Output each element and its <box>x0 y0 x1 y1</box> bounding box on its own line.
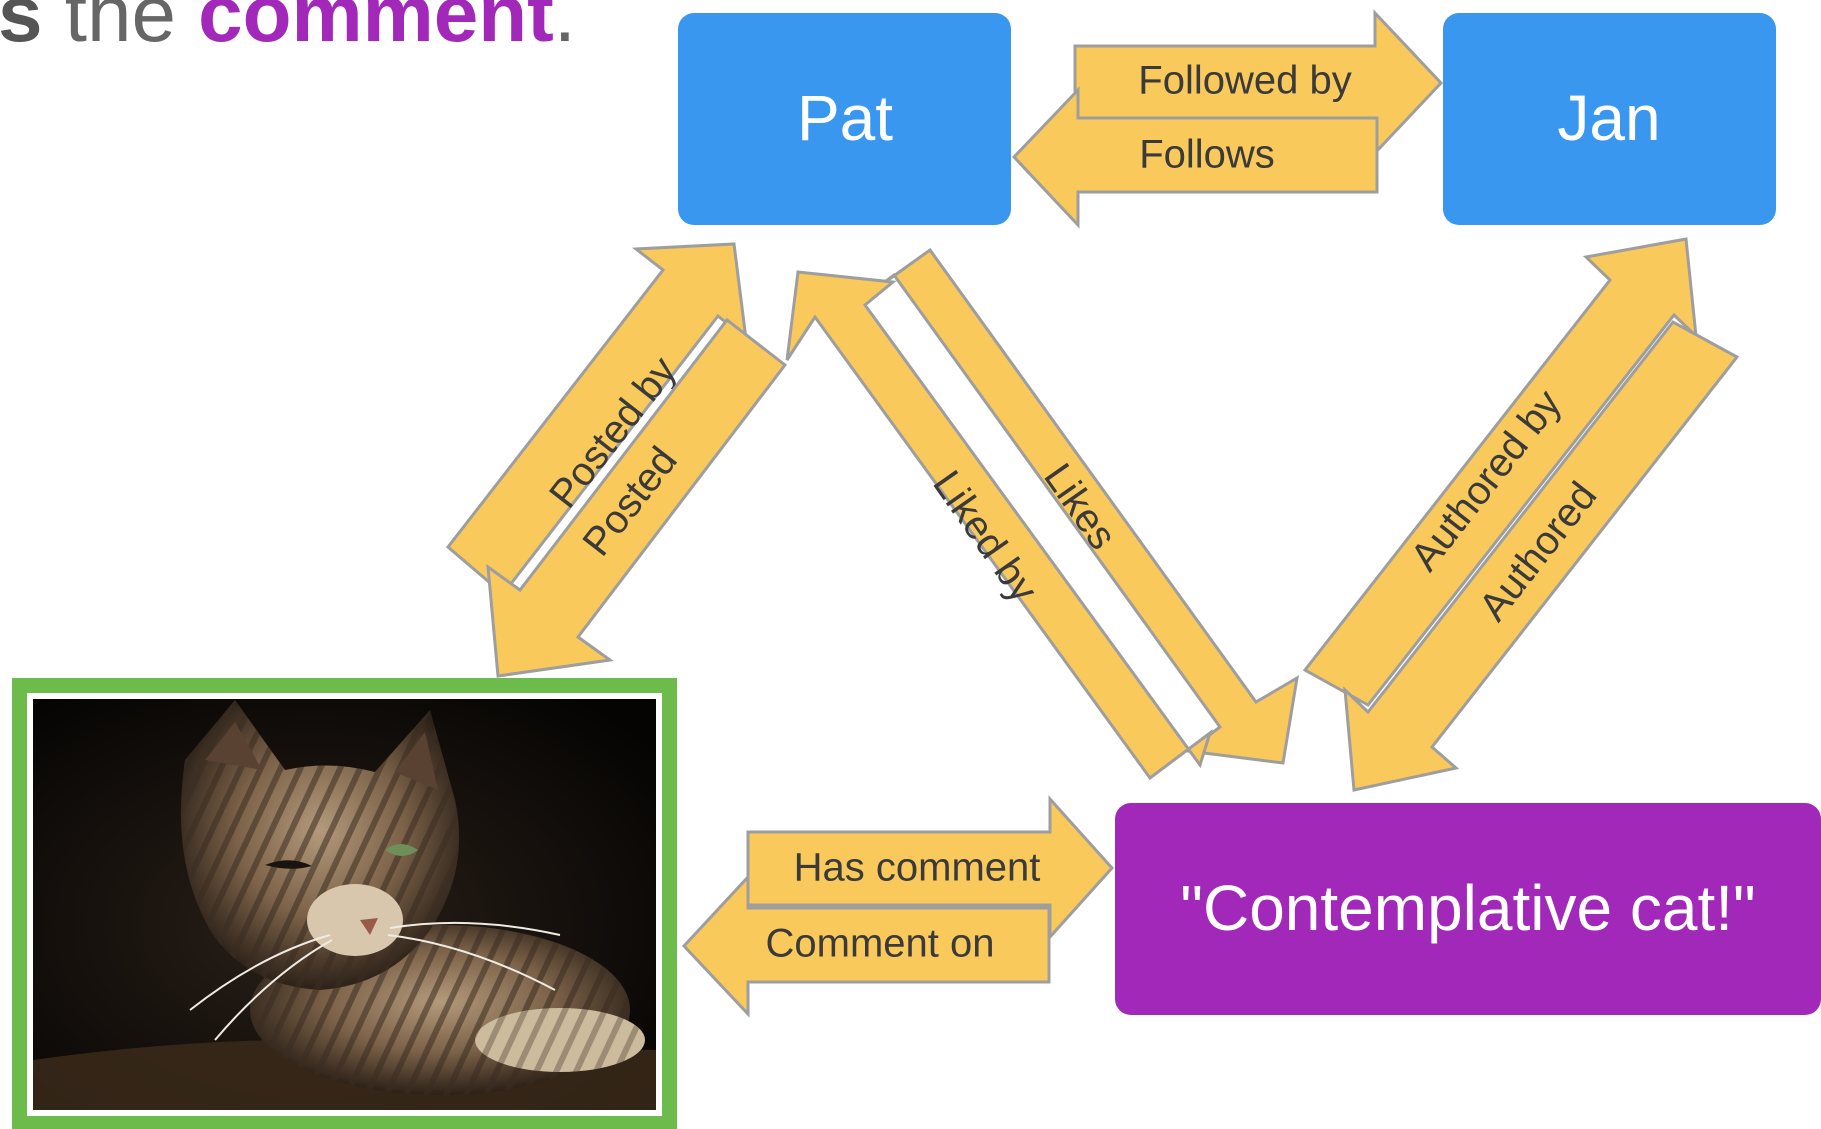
node-photo <box>12 678 677 1129</box>
edge-label-comment-on: Comment on <box>766 922 995 966</box>
arrow-posted <box>486 317 788 678</box>
cat-photo-icon <box>33 700 656 1110</box>
edge-follows: Follows <box>1011 86 1379 229</box>
edge-has-comment: Has comment <box>746 795 1115 941</box>
edge-label-follows: Follows <box>1139 133 1275 177</box>
arrow-authored <box>1343 320 1740 792</box>
heading-mid: the <box>42 0 199 58</box>
edge-label-has-comment: Has comment <box>794 846 1041 890</box>
node-pat-label: Pat <box>797 82 893 154</box>
arrow-authored-by <box>1302 237 1698 707</box>
heading-accent-word: comment <box>198 0 554 58</box>
node-jan: Jan <box>1443 13 1776 225</box>
node-pat: Pat <box>678 13 1011 225</box>
node-jan-box <box>1443 13 1776 225</box>
heading-fragment: s the comment. <box>0 0 576 54</box>
node-comment-label: "Contemplative cat!" <box>1180 872 1755 944</box>
heading-lead: s <box>0 0 43 58</box>
node-comment-box <box>1115 803 1821 1015</box>
arrow-comment-on <box>681 873 1051 1018</box>
node-jan-label: Jan <box>1557 82 1660 154</box>
edge-label-followed-by: Followed by <box>1138 59 1351 103</box>
node-pat-box <box>678 13 1011 225</box>
arrow-follows <box>1011 86 1379 229</box>
arrow-has-comment <box>746 795 1115 941</box>
node-comment: "Contemplative cat!" <box>1115 803 1821 1015</box>
arrow-likes <box>869 247 1299 765</box>
arrow-liked-by <box>785 270 1213 781</box>
heading-tail: . <box>553 0 577 58</box>
edge-authored: Authored <box>1343 320 1740 792</box>
edge-comment-on: Comment on <box>681 873 1051 1018</box>
arrow-posted-by <box>445 242 748 597</box>
